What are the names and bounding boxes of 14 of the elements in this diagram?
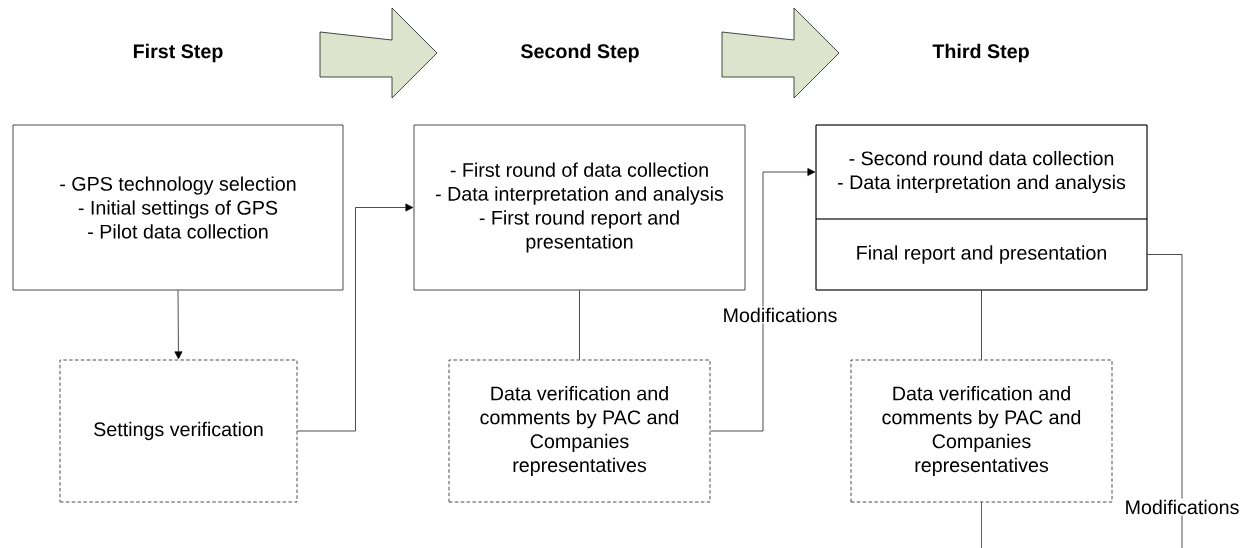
process-box: - GPS technology selection - Initial settings of GPS - Pilot data collection: [12, 124, 344, 291]
arrow: [710, 168, 816, 432]
edge-label: Modifications: [721, 306, 839, 324]
step-heading: First Step: [133, 43, 223, 63]
process-box: - First round of data collection - Data interpretation and analysis - First round report and presentation: [413, 124, 746, 291]
edge-label: Modifications: [1123, 498, 1241, 516]
verification-box: Data verification and comments by PAC and Companies representatives: [448, 359, 711, 503]
verification-box: Settings verification: [59, 359, 298, 503]
step-heading: Third Step: [932, 43, 1029, 63]
verification-box: Data verification and comments by PAC and Companies representatives: [850, 359, 1113, 503]
arrow: [174, 290, 183, 360]
step-heading: Second Step: [521, 43, 639, 63]
arrow: [297, 203, 414, 432]
connector: [1147, 254, 1183, 548]
